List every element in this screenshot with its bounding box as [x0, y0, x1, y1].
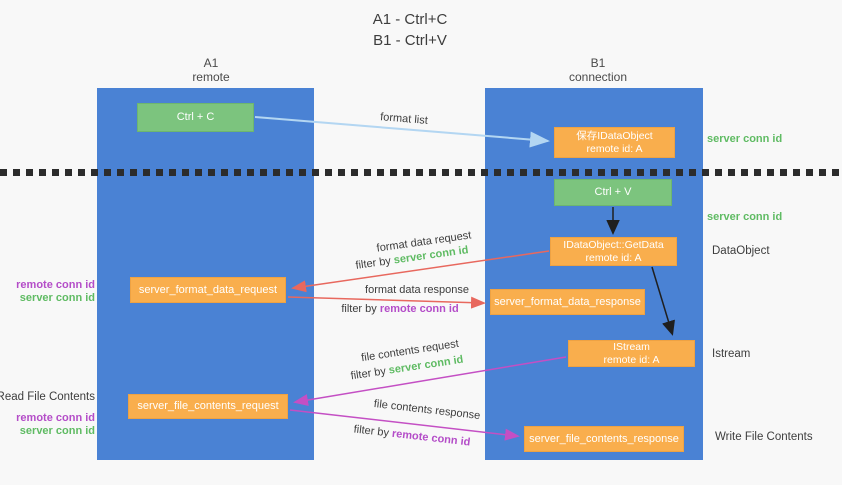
label-format-data-response: format data response — [365, 284, 469, 296]
diagram-title: A1 - Ctrl+C B1 - Ctrl+V — [330, 9, 490, 51]
node-istream-line1: IStream — [613, 340, 650, 353]
label-file-contents-response: file contents response — [373, 397, 481, 423]
label-istream: Istream — [712, 348, 751, 360]
node-istream: IStream remote id: A — [568, 340, 695, 367]
label-server-conn-id-2: server conn id — [19, 425, 95, 437]
filter-prefix: filter by — [341, 303, 377, 315]
node-server-format-data-response: server_format_data_response — [490, 289, 645, 315]
label-filter-by-remote-conn-id-2: filter by remote conn id — [353, 423, 471, 448]
lane-a-header: A1 remote — [151, 56, 271, 84]
left-conn-id-pair-2: remote conn id server conn id — [16, 412, 95, 438]
node-ctrl-v: Ctrl + V — [554, 179, 672, 206]
left-conn-id-pair-1: remote conn id server conn id — [16, 279, 95, 305]
node-istream-line2: remote id: A — [603, 353, 660, 366]
node-server-file-contents-request-label: server_file_contents_request — [137, 400, 279, 412]
node-server-file-contents-response: server_file_contents_response — [524, 426, 684, 452]
node-server-format-data-response-label: server_format_data_response — [494, 295, 641, 308]
node-idataobject-getdata-line1: IDataObject::GetData — [563, 238, 664, 251]
lane-a-subtitle: remote — [192, 70, 230, 84]
node-server-format-data-request: server_format_data_request — [130, 277, 286, 303]
node-idataobject-getdata-line2: remote id: A — [585, 251, 642, 264]
node-server-format-data-request-label: server_format_data_request — [138, 283, 278, 296]
label-remote-conn-id-2: remote conn id — [16, 412, 95, 424]
label-server-conn-id-top: server conn id — [707, 133, 783, 145]
label-filter-by-remote-conn-id-1: filter by remote conn id — [341, 303, 458, 315]
node-ctrl-c-label: Ctrl + C — [176, 111, 215, 123]
lane-a-name: A1 — [203, 56, 219, 70]
node-ctrl-c: Ctrl + C — [137, 103, 254, 132]
lane-b-subtitle: connection — [568, 70, 628, 84]
node-save-idataobject: 保存IDataObject remote id: A — [554, 127, 675, 158]
label-dataobject: DataObject — [712, 245, 770, 257]
title-line-1: A1 - Ctrl+C — [372, 11, 448, 28]
filter-conn-id: remote conn id — [379, 303, 459, 315]
node-server-file-contents-request: server_file_contents_request — [128, 394, 288, 419]
node-idataobject-getdata: IDataObject::GetData remote id: A — [550, 237, 677, 266]
lane-b-name: B1 — [590, 56, 606, 70]
label-format-list: format list — [379, 111, 429, 127]
filter-prefix: filter by — [353, 423, 390, 440]
label-read-file-contents: Read File Contents — [0, 391, 95, 403]
node-save-idataobject-line1: 保存IDataObject — [576, 129, 653, 142]
filter-prefix: filter by — [349, 365, 387, 383]
machine-boundary-dotted-line — [0, 169, 842, 176]
node-save-idataobject-line2: remote id: A — [586, 142, 643, 155]
node-server-file-contents-response-label: server_file_contents_response — [529, 432, 679, 445]
filter-conn-id: remote conn id — [391, 427, 471, 449]
label-write-file-contents: Write File Contents — [715, 431, 813, 443]
label-server-conn-id-1: server conn id — [19, 292, 95, 304]
filter-prefix: filter by — [354, 255, 392, 272]
label-server-conn-id-mid: server conn id — [707, 211, 783, 223]
node-ctrl-v-label: Ctrl + V — [594, 186, 632, 198]
lane-b-header: B1 connection — [538, 56, 658, 84]
label-remote-conn-id-1: remote conn id — [16, 279, 95, 291]
title-line-2: B1 - Ctrl+V — [373, 32, 447, 49]
